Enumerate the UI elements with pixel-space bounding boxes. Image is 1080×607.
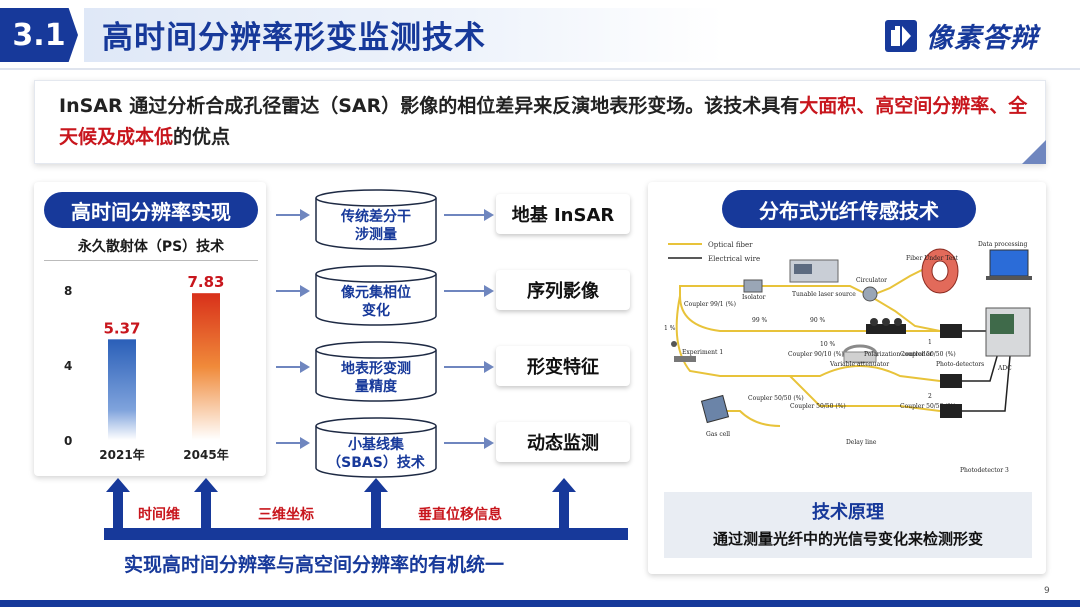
intro-text: InSAR 通过分析合成孔径雷达（SAR）影像的相位差异来反演地表形变场。该技术… [59,91,1034,153]
header-divider [0,68,1080,70]
page-title: 高时间分辨率形变监测技术 [102,20,486,56]
flow-arrow-out-icon [444,361,494,373]
conclusion-text: 实现高时间分辨率与高空间分辨率的有机统一 [124,554,505,576]
bottom-label-time: 时间维 [138,507,180,523]
y-tick-label: 0 [64,434,72,448]
method-label-line1: 传统差分干 [341,209,411,225]
result-box: 序列影像 [496,270,630,310]
slide-header: 3.1 高时间分辨率形变监测技术 像素答辩 [0,0,1080,70]
principle-box: 技术原理 通过测量光纤中的光信号变化来检测形变 [664,492,1032,558]
label-pct-1: 1 % [664,325,676,332]
page-number: 9 [1044,586,1050,596]
y-tick-label: 8 [64,284,72,298]
label-adc: ADC [997,365,1012,372]
label-pct-90: 90 % [810,317,826,324]
y-tick-label: 4 [64,359,72,373]
x-category-label: 2021年 [99,447,144,462]
brand-logo: 像素答辩 [884,16,1038,55]
method-label: 小基线集 （SBAS）技术 [316,436,436,472]
label-coupler-5050-c: Coupler 50/50 (%) [790,403,846,410]
principle-title: 技术原理 [812,502,884,523]
label-photodetector3: Photodetector 3 [960,467,1009,474]
flow-arrow-out-icon [444,437,494,449]
principle-text: 通过测量光纤中的光信号变化来检测形变 [712,530,983,548]
method-cylinder [315,265,437,326]
bottom-label-3d: 三维坐标 [258,507,314,523]
label-variable-attenuator: Variable attenuator [829,361,889,368]
method-label-line2: 量精度 [355,379,397,395]
bottom-label-vertical: 垂直位移信息 [418,507,502,523]
result-box: 形变特征 [496,346,630,386]
footer-bar [0,600,1080,607]
result-box: 动态监测 [496,422,630,462]
label-gas-cell: Gas cell [706,431,730,438]
label-photodetectors: Photo-detectors [936,361,984,368]
chart-subtitle: 永久散射体（PS）技术 [44,235,258,261]
method-label-line2: （SBAS）技术 [327,455,425,471]
bottom-bracket-bar [104,528,628,540]
section-number: 3.1 [0,8,78,62]
logo-text: 像素答辩 [926,23,1038,54]
flow-arrow-out-icon [444,285,494,297]
method-label-line2: 变化 [362,303,390,319]
bar-data-label: 5.37 [103,319,140,337]
label-fiber-under-test: Fiber Under Test [906,255,959,262]
label-pct-99: 99 % [752,317,768,324]
bar-data-label: 7.83 [187,273,224,291]
label-isolator: Isolator [742,294,766,301]
label-pct-10: 10 % [820,341,836,348]
label-num1: 1 [928,339,932,346]
label-experiment: Experiment 1 [682,349,723,356]
label-circulator: Circulator [856,277,887,284]
flow-arrow-in-icon [276,209,310,221]
label-coupler-5050-d: Coupler 50/50 (%) [900,403,956,410]
label-data-processing: Data processing [978,241,1027,248]
method-label: 像元集相位变化 [316,284,436,320]
intro-corner-decoration [1022,140,1046,164]
method-cylinder [315,341,437,402]
method-label: 传统差分干涉测量 [316,208,436,244]
method-cylinder [315,189,437,250]
left-panel-title: 高时间分辨率实现 [44,192,258,228]
method-label-line1: 小基线集 [348,437,404,453]
label-delay-line: Delay line [846,439,877,446]
intro-highlight: 大面积、高空间分辨率、全天候及成本低 [59,95,1028,148]
label-tunable-laser: Tunable laser source [792,291,856,298]
method-cylinder [315,417,437,478]
up-arrows-icon [106,478,576,532]
flow-arrow-in-icon [276,437,310,449]
result-box: 地基 InSAR [496,194,630,234]
label-coupler-99: Coupler 99/1 (%) [684,301,736,308]
method-label-line1: 地表形变测 [341,361,411,377]
label-coupler-5050-a: Coupler 50/50 (%) [900,351,956,358]
x-category-label: 2045年 [183,447,228,462]
method-label-line2: 涉测量 [355,227,397,243]
intro-box: InSAR 通过分析合成孔径雷达（SAR）影像的相位差异来反演地表形变场。该技术… [34,80,1046,164]
intro-part2: 的优点 [173,126,231,148]
intro-part1: InSAR 通过分析合成孔径雷达（SAR）影像的相位差异来反演地表形变场。该技术… [59,95,800,117]
logo-mark-icon [884,19,918,53]
label-polarization: Polarization controller [864,351,932,358]
method-label: 地表形变测量精度 [316,360,436,396]
chart-bar [192,293,220,440]
fiber-sensing-diagram: Optical fiber Electrical wire [664,241,1032,474]
flow-arrow-in-icon [276,285,310,297]
chart-bar [108,339,136,440]
label-num2: 2 [928,393,932,400]
flow-arrow-in-icon [276,361,310,373]
legend-fiber: Optical fiber [708,241,753,249]
left-card [34,182,266,476]
bar-chart: 0 4 8 5.37 2021年 7.83 2045年 [64,273,229,462]
method-label-line1: 像元集相位 [341,285,411,301]
title-band [84,8,724,62]
label-coupler-5050-b: Coupler 50/50 (%) [748,395,804,402]
legend-wire: Electrical wire [708,255,760,263]
flow-arrow-out-icon [444,209,494,221]
label-coupler-9010: Coupler 90/10 (%) [788,351,844,358]
right-panel-title: 分布式光纤传感技术 [722,190,976,228]
